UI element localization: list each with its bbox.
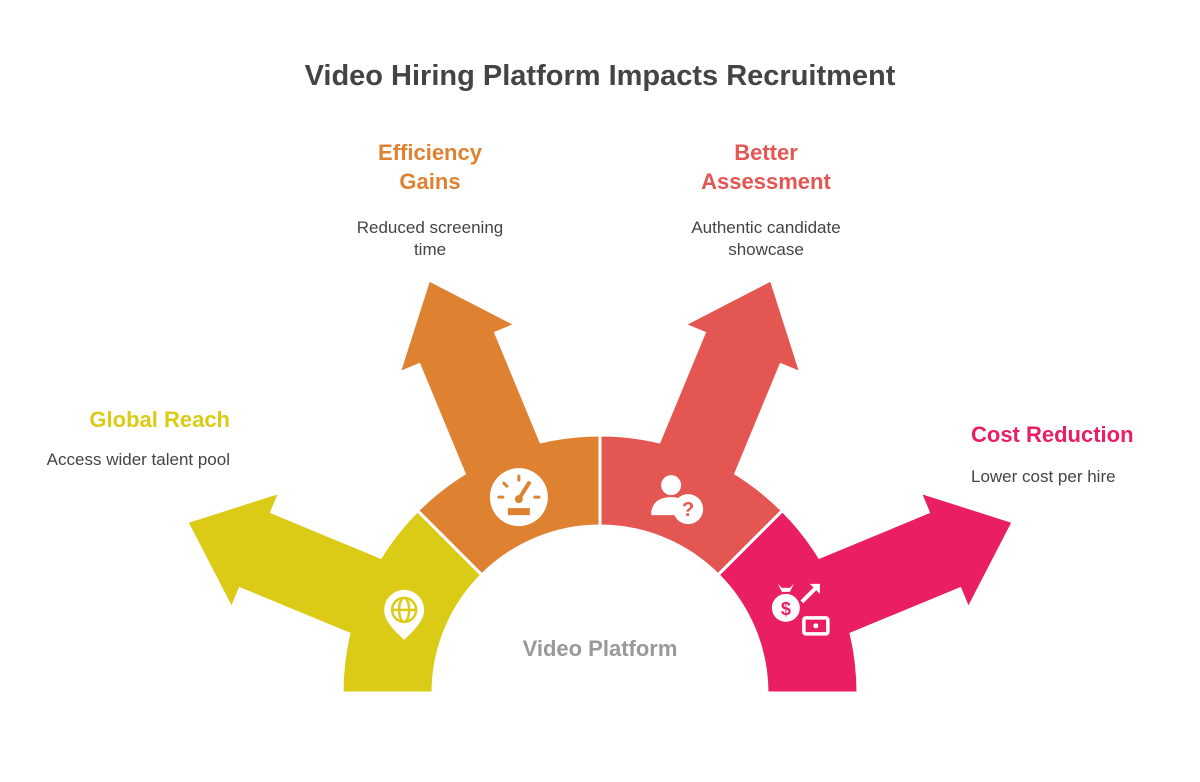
heading-better-assessment: Better Assessment: [701, 140, 831, 194]
desc-better-assessment: Authentic candidate showcase: [691, 218, 841, 259]
arrow: [188, 494, 385, 635]
desc-cost-reduction: Lower cost per hire: [971, 467, 1116, 486]
heading-global-reach: Global Reach: [89, 407, 230, 432]
globe-pin-icon: [384, 589, 425, 640]
svg-text:?: ?: [682, 499, 694, 521]
money-bag-icon: $: [771, 583, 830, 636]
heading-cost-reduction: Cost Reduction: [971, 422, 1134, 447]
diagram-title: Video Hiring Platform Impacts Recruitmen…: [304, 60, 896, 92]
arrow: [658, 281, 799, 478]
segment-cost-reduction: $: [715, 494, 1012, 695]
svg-text:$: $: [781, 599, 791, 619]
speedometer-icon: [489, 468, 548, 527]
center-label: Video Platform: [522, 636, 678, 661]
desc-global-reach: Access wider talent pool: [46, 450, 230, 469]
arrow: [401, 281, 542, 478]
desc-efficiency-gains: Reduced screening time: [356, 218, 504, 259]
arrow: [815, 494, 1012, 635]
person-question-icon: ?: [651, 475, 704, 525]
heading-efficiency-gains: Efficiency Gains: [378, 140, 482, 194]
